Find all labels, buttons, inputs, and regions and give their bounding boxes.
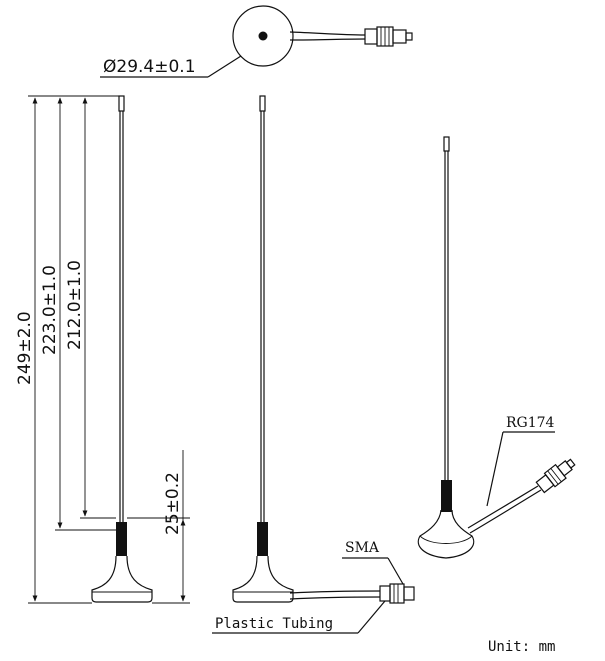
middle-cable xyxy=(289,590,381,600)
top-view-sma-connector xyxy=(364,26,413,47)
middle-magnetic-base xyxy=(232,555,294,603)
base-diameter-label: Ø29.4±0.1 xyxy=(103,57,196,77)
height-212-label: 212.0±1.0 xyxy=(65,260,85,350)
whip-tip xyxy=(118,95,125,112)
top-view: Ø29.4±0.1 xyxy=(100,5,413,78)
spring-coil xyxy=(116,522,127,556)
height-223-label: 223.0±1.0 xyxy=(40,265,60,355)
perspective-cable xyxy=(467,485,542,534)
unit-label: Unit: mm xyxy=(488,639,555,655)
magnetic-base xyxy=(91,555,153,603)
middle-spring-coil xyxy=(257,522,268,556)
perspective-sma-connector xyxy=(535,458,576,494)
top-view-base-circle xyxy=(232,5,294,67)
top-view-cable xyxy=(289,31,366,41)
front-view-middle: SMA Plastic Tubing xyxy=(212,95,415,634)
plastic-tubing-label: Plastic Tubing xyxy=(215,616,333,632)
perspective-magnetic-base xyxy=(417,509,475,559)
cable-label: RG174 xyxy=(506,415,555,431)
diameter-leader-diag xyxy=(207,55,242,78)
middle-sma-connector xyxy=(379,583,415,604)
front-view-dimensioned: 249±2.0 223.0±1.0 212.0±1.0 25±0.2 xyxy=(15,95,190,604)
perspective-view: RG174 xyxy=(417,136,576,559)
sma-label: SMA xyxy=(345,540,380,556)
total-height-label: 249±2.0 xyxy=(15,311,35,385)
top-view-center-dot xyxy=(258,31,268,41)
perspective-spring-coil xyxy=(441,480,452,512)
base-height-label: 25±0.2 xyxy=(163,472,183,535)
